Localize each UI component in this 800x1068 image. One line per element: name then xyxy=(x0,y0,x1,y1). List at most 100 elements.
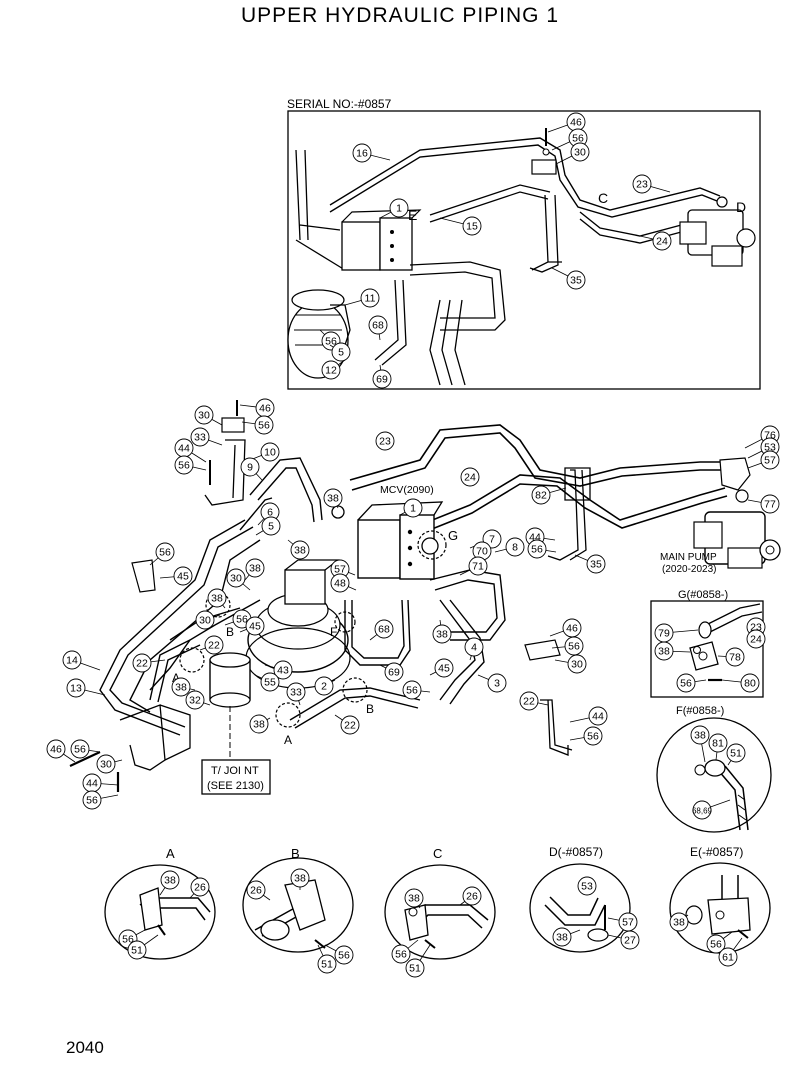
pipe-24-main xyxy=(419,474,726,526)
bracket-30-right xyxy=(524,639,561,661)
mcv-block-small xyxy=(341,209,422,271)
svg-text:35: 35 xyxy=(570,275,582,287)
callout-detail-e-61: 61 xyxy=(718,937,743,967)
callout-main-38: 38 xyxy=(287,539,310,560)
detail-a-circle xyxy=(104,864,216,960)
svg-text:56: 56 xyxy=(710,939,722,951)
callout-main-46: 46 xyxy=(239,398,275,418)
callout-main-22: 22 xyxy=(334,714,360,735)
callout-main-56: 56 xyxy=(569,726,603,746)
page-title: UPPER HYDRAULIC PIPING 1 xyxy=(240,4,560,27)
svg-text:26: 26 xyxy=(466,891,478,903)
tjoint-label: T/ JOI NT xyxy=(211,765,259,777)
callout-main-56: 56 xyxy=(82,790,119,810)
detail-b-label: B xyxy=(291,846,300,861)
callout-main-57: 57 xyxy=(747,450,780,470)
callout-detail-a-38: 38 xyxy=(159,870,180,896)
svg-text:51: 51 xyxy=(321,959,333,971)
svg-text:30: 30 xyxy=(199,615,211,627)
callout-top-5: 5 xyxy=(329,342,351,362)
callout-top-24: 24 xyxy=(639,231,672,251)
svg-text:46: 46 xyxy=(50,744,62,756)
svg-text:71: 71 xyxy=(472,561,484,573)
view-circle-b-lower xyxy=(342,677,368,703)
callout-main-43: 43 xyxy=(264,660,293,680)
callout-main-8: 8 xyxy=(494,537,525,557)
svg-text:69: 69 xyxy=(376,374,388,386)
callout-detail-b-26: 26 xyxy=(246,880,271,901)
bracket-35 xyxy=(529,194,562,273)
main-pump xyxy=(693,457,781,569)
turning-joint xyxy=(209,652,251,760)
svg-text:56: 56 xyxy=(325,336,337,348)
tjoint-ref: (SEE 2130) xyxy=(207,780,264,792)
svg-text:38: 38 xyxy=(249,563,261,575)
callout-main-1: 1 xyxy=(399,498,423,518)
callout-main-14: 14 xyxy=(62,650,101,671)
main-pump-label: MAIN PUMP xyxy=(660,552,717,563)
svg-text:70: 70 xyxy=(476,546,488,558)
callout-g-80: 80 xyxy=(721,673,760,693)
callout-main-56: 56 xyxy=(241,415,274,435)
svg-text:5: 5 xyxy=(268,521,274,533)
detail-e-label: E(-#0857) xyxy=(690,845,743,859)
pipe-23-main xyxy=(349,424,730,481)
callout-detail-e-56: 56 xyxy=(706,931,733,954)
callout-detail-c-38: 38 xyxy=(404,888,424,909)
svg-text:33: 33 xyxy=(290,687,302,699)
callout-main-9: 9 xyxy=(240,457,263,481)
svg-text:24: 24 xyxy=(464,472,476,484)
view-letter-c: C xyxy=(598,190,608,206)
callout-top-16: 16 xyxy=(352,143,391,163)
svg-text:22: 22 xyxy=(344,720,356,732)
svg-text:56: 56 xyxy=(74,744,86,756)
view-letter-b-upper: B xyxy=(226,625,234,639)
svg-text:38: 38 xyxy=(436,629,448,641)
callout-main-3: 3 xyxy=(477,673,507,693)
svg-text:2: 2 xyxy=(321,681,327,693)
page-number: 2040 xyxy=(66,1038,104,1057)
view-circle-a-upper xyxy=(179,647,205,673)
callout-main-68: 68 xyxy=(369,619,394,641)
callout-main-5: 5 xyxy=(255,516,281,536)
view-letter-e: E xyxy=(408,207,417,223)
svg-text:56: 56 xyxy=(86,795,98,807)
svg-text:1: 1 xyxy=(410,503,416,515)
callout-main-44: 44 xyxy=(174,438,207,463)
svg-text:35: 35 xyxy=(590,559,602,571)
callout-layer: 4656301612315243511685651269304656331094… xyxy=(46,112,780,978)
svg-text:53: 53 xyxy=(581,881,593,893)
callout-main-56: 56 xyxy=(527,539,557,559)
svg-text:44: 44 xyxy=(178,443,190,455)
view-circle-g xyxy=(417,530,447,560)
callout-main-13: 13 xyxy=(66,678,106,698)
svg-text:57: 57 xyxy=(622,917,634,929)
svg-text:45: 45 xyxy=(249,621,261,633)
callout-main-35: 35 xyxy=(574,554,606,574)
svg-text:32: 32 xyxy=(189,695,201,707)
detail-c-circle xyxy=(384,864,496,960)
svg-text:14: 14 xyxy=(66,655,78,667)
callout-main-46: 46 xyxy=(46,739,76,763)
svg-text:22: 22 xyxy=(523,696,535,708)
svg-text:68: 68 xyxy=(372,320,384,332)
view-letter-a-upper: A xyxy=(172,671,180,685)
tjoint-box xyxy=(201,759,271,795)
svg-text:38: 38 xyxy=(164,875,176,887)
washer-56-small xyxy=(542,148,550,156)
callout-f-38: 38 xyxy=(690,725,710,763)
svg-text:81: 81 xyxy=(712,738,724,750)
svg-text:43: 43 xyxy=(277,665,289,677)
svg-text:27: 27 xyxy=(624,935,636,947)
svg-text:51: 51 xyxy=(730,748,742,760)
main-pump-ref: (2020-2023) xyxy=(662,564,716,575)
svg-text:15: 15 xyxy=(466,221,478,233)
svg-text:61: 61 xyxy=(722,952,734,964)
bracket-left-upper xyxy=(204,400,246,506)
svg-text:38: 38 xyxy=(327,493,339,505)
callout-main-71: 71 xyxy=(459,556,488,576)
detail-b-circle xyxy=(242,857,354,953)
svg-text:57: 57 xyxy=(334,564,346,576)
svg-text:38: 38 xyxy=(253,719,265,731)
